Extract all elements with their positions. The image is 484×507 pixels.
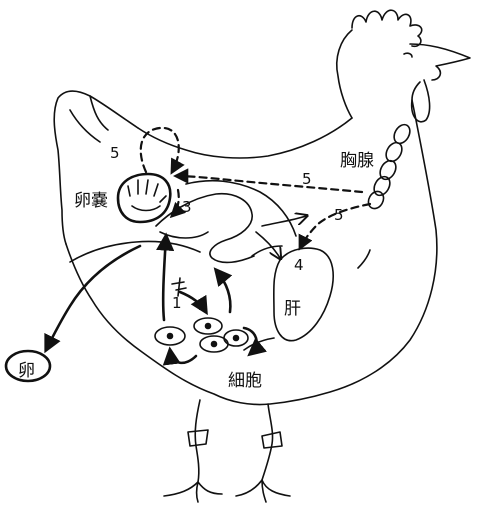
arrow-cells-loop-3 [216,270,230,312]
step-4-label: 4 [294,256,304,274]
chicken-back [138,118,352,158]
arrow-cells-up [163,236,166,320]
arrow-oviduct-to-liver-2 [262,216,306,226]
step-5-mid-label: 5 [302,170,312,188]
dashed-arrow-thymus-to-bursa [176,176,362,192]
egg-label: 卵 [18,356,35,381]
oviduct [156,194,254,263]
cells-label: 細胞 [228,366,262,391]
beak [410,44,470,80]
right-foot [236,480,290,502]
wing-line [70,241,200,262]
arrow-oviduct-to-liver-1 [256,232,280,258]
chicken-head [337,30,352,118]
ovary-label: 卵嚢 [74,186,108,211]
bursa-organ [118,174,170,222]
dashed-arrow-loop [141,128,179,172]
arrow-bursa-to-egg [46,246,140,350]
comb [352,10,422,46]
step-1-label: 1 [172,294,182,312]
arrow-cells-loop-2 [244,328,257,354]
thymus-label: 胸腺 [340,146,374,171]
left-leg [195,400,200,482]
left-foot [164,482,222,502]
step-5-right-label: 5 [334,206,344,224]
eye [404,53,412,57]
arrow-cells-loop-1 [170,350,196,363]
liver-label: 肝 [284,294,301,319]
step-3-label: 3 [182,198,192,216]
chicken-body-outline [66,100,437,405]
step-2-label: 2 [198,296,208,314]
step-5-left-label: 5 [110,144,120,162]
cell-cluster [155,318,248,352]
